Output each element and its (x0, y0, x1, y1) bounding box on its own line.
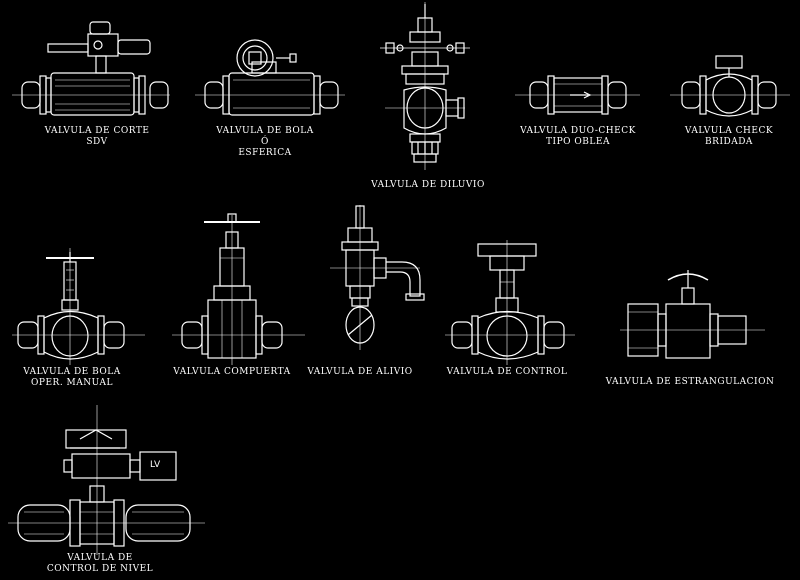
alivio-valve-symbol (330, 205, 425, 350)
diluvio-label: VALVULA DE DILUVIO (371, 180, 485, 191)
control-nivel-label: VALVULA DE CONTROL DE NIVEL (47, 553, 153, 575)
compuerta-label-line-1: VALVULA COMPUERTA (173, 367, 291, 377)
check-label-line-2: BRIDADA (705, 137, 753, 147)
sdv-label-line-1: VALVULA DE CORTE (44, 126, 150, 136)
control-nivel-valve-symbol (8, 405, 205, 555)
estrangulacion-label: VALVULA DE ESTRANGULACION (606, 377, 775, 388)
bola-manual-label-line-2: OPER. MANUAL (31, 378, 113, 388)
estrangulacion-label-line-1: VALVULA DE ESTRANGULACION (605, 377, 775, 387)
sdv-label-line-2: SDV (86, 137, 108, 147)
check-label-line-1: VALVULA CHECK (684, 126, 774, 136)
diluvio-label-line-1: VALVULA DE DILUVIO (371, 180, 485, 190)
duo-check-label: VALVULA DUO-CHECK TIPO OBLEA (520, 126, 636, 148)
alivio-label: VALVULA DE ALIVIO (307, 367, 412, 378)
check-valve-symbol (670, 55, 790, 117)
bola-valve-symbol (195, 39, 345, 116)
compuerta-valve-symbol (172, 213, 305, 365)
compuerta-label: VALVULA COMPUERTA (173, 367, 290, 378)
control-label: VALVULA DE CONTROL (447, 367, 568, 378)
estrangulacion-valve-symbol (620, 270, 765, 359)
duo-check-label-line-1: VALVULA DUO-CHECK (520, 126, 636, 136)
control-nivel-label-line-1: VALVULA DE (67, 553, 133, 563)
diluvio-valve-symbol (380, 2, 470, 170)
bola-manual-label-line-1: VALVULA DE BOLA (23, 367, 121, 377)
sdv-valve-symbol (12, 21, 170, 116)
bola-manual-valve-symbol (12, 248, 145, 365)
check-label: VALVULA CHECK BRIDADA (685, 126, 773, 148)
control-nivel-label-line-2: CONTROL DE NIVEL (46, 564, 154, 574)
bola-label-line-3: ESFERICA (238, 148, 292, 158)
lv-instrument-tag: LV (150, 460, 161, 470)
bola-label-line-1: VALVULA DE BOLA (216, 126, 314, 136)
duo-check-valve-symbol (515, 75, 640, 115)
sdv-label: VALVULA DE CORTE SDV (45, 126, 150, 148)
alivio-label-line-1: VALVULA DE ALIVIO (307, 367, 413, 377)
bola-label: VALVULA DE BOLA Ó ESFERICA (216, 126, 314, 159)
duo-check-label-line-2: TIPO OBLEA (546, 137, 610, 147)
control-label-line-1: VALVULA DE CONTROL (446, 367, 568, 377)
control-valve-symbol (445, 240, 575, 365)
bola-label-line-2: Ó (261, 137, 269, 147)
bola-manual-label: VALVULA DE BOLA OPER. MANUAL (23, 367, 121, 389)
